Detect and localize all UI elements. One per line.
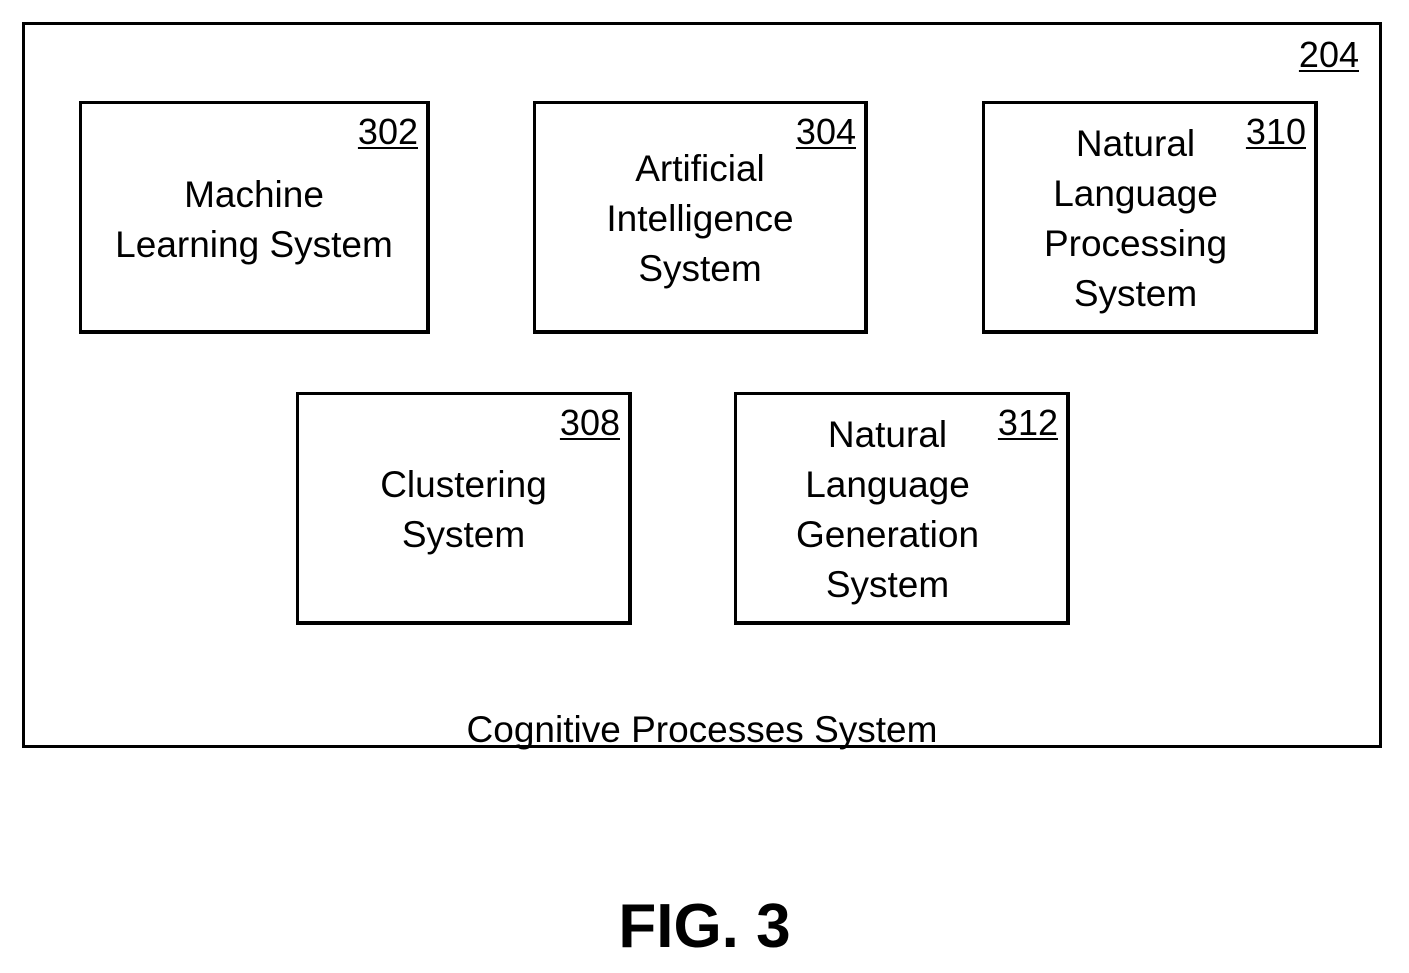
natural-language-generation-system-label: Natural Language Generation System: [737, 410, 1038, 610]
cognitive-processes-system-caption: Cognitive Processes System: [25, 711, 1379, 748]
ref-308: 308: [560, 405, 620, 441]
clustering-system-box: 308 Clustering System: [296, 392, 632, 625]
machine-learning-system-box: 302 Machine Learning System: [79, 101, 430, 334]
figure-label: FIG. 3: [0, 896, 1409, 958]
ref-302: 302: [358, 114, 418, 150]
artificial-intelligence-system-box: 304 Artificial Intelligence System: [533, 101, 868, 334]
natural-language-processing-system-label: Natural Language Processing System: [985, 119, 1286, 319]
ref-204: 204: [1299, 37, 1359, 73]
clustering-system-label: Clustering System: [299, 460, 628, 560]
machine-learning-system-label: Machine Learning System: [82, 170, 426, 270]
artificial-intelligence-system-label: Artificial Intelligence System: [536, 144, 864, 294]
natural-language-generation-system-box: 312 Natural Language Generation System: [734, 392, 1070, 625]
natural-language-processing-system-box: 310 Natural Language Processing System: [982, 101, 1318, 334]
cognitive-processes-system-box: 204 302 Machine Learning System 304 Arti…: [22, 22, 1382, 748]
